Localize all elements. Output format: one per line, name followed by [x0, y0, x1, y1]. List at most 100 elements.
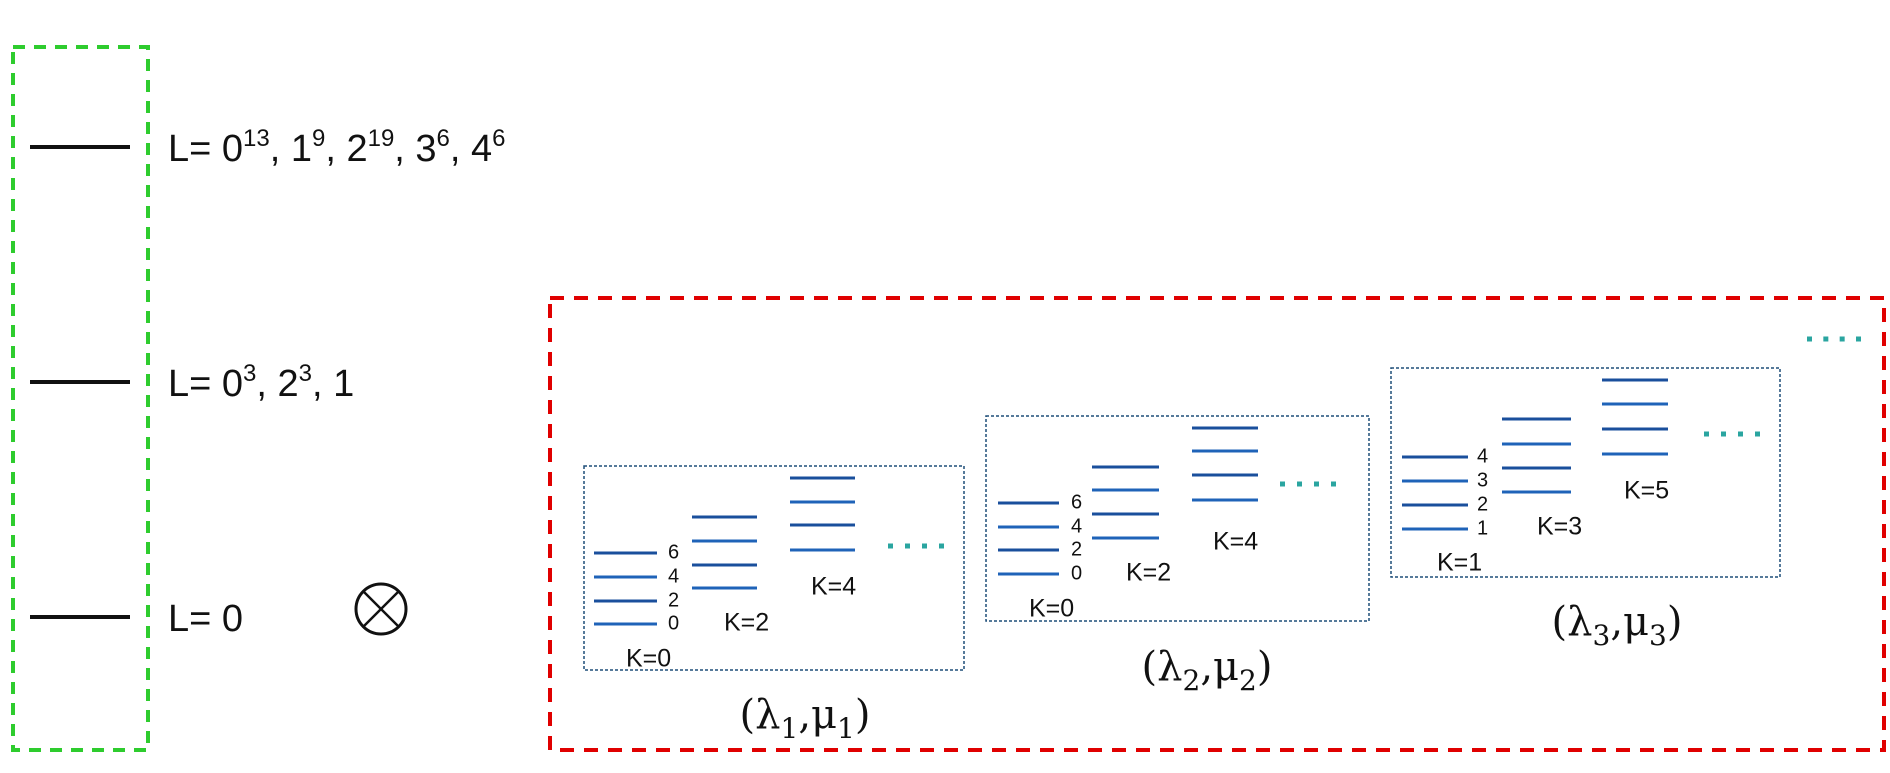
level-multiplicity: 9: [312, 125, 325, 152]
irreps: 0246K=0K=2K=4(λ1,μ1)0246K=0K=2K=4(λ2,μ2)…: [583, 367, 1781, 745]
level-label: 6: [1071, 491, 1082, 513]
level-text: , 3: [394, 128, 436, 170]
level-multiplicity: 3: [299, 360, 312, 387]
more-irreps-dots: [1807, 336, 1861, 342]
irreps-box: [548, 296, 1886, 752]
irrep-label-comma: ,: [1200, 644, 1213, 690]
k-band: K=2: [692, 515, 769, 637]
level-multiplicity: 6: [437, 125, 450, 152]
irrep-box: [1390, 367, 1781, 578]
level-label: 2: [1071, 538, 1082, 560]
irrep-label-open: (: [1142, 644, 1158, 690]
dot: [1704, 431, 1709, 437]
irrep-label-close: ): [1257, 644, 1273, 690]
level-text: L= 0: [168, 363, 243, 405]
k-band-label: K=4: [811, 573, 856, 601]
dot: [888, 543, 893, 549]
level-multiplicity: 19: [368, 125, 395, 152]
level-label: 4: [1071, 515, 1082, 537]
irrep-label-mu: μ: [1623, 599, 1649, 645]
irrep-label-lambda-sub: 1: [780, 712, 798, 745]
dot: [905, 543, 910, 549]
k-band: K=5: [1602, 378, 1669, 505]
irrep-label-comma: ,: [1610, 599, 1623, 645]
dot: [939, 543, 944, 549]
orbital-levels: L= 013​, 19​, 219​, 36​, 46​L= 03​, 23​,…: [30, 125, 506, 640]
irrep-label-mu-sub: 2: [1239, 664, 1257, 697]
irrep-label-lambda-sub: 3: [1592, 619, 1610, 652]
dot: [922, 543, 927, 549]
dot: [1856, 336, 1861, 342]
irrep-label-mu-sub: 3: [1649, 619, 1667, 652]
irrep-box: [583, 465, 965, 671]
level-text: L= 0: [168, 128, 243, 170]
k-band-label: K=4: [1213, 528, 1258, 556]
k-band-label: K=2: [724, 609, 769, 637]
k-band: K=4: [790, 476, 856, 601]
level-text: , 2: [256, 363, 298, 405]
level-label: 4: [1477, 445, 1488, 467]
irrep-label-mu: μ: [811, 692, 837, 738]
k-band-label: K=0: [1029, 595, 1074, 623]
more-bands-ellipsis: [1704, 431, 1760, 437]
dot: [1280, 481, 1285, 487]
level-text: , 1: [270, 128, 312, 170]
irrep-label-open: (: [740, 692, 756, 738]
dot: [1839, 336, 1845, 342]
level-multiplicity: 3: [243, 360, 256, 387]
level-label: 6: [668, 541, 679, 563]
k-band-label: K=0: [626, 645, 671, 673]
level-label: 2: [668, 589, 679, 611]
level-label: 3: [1477, 469, 1488, 491]
level-label: 0: [1071, 562, 1082, 584]
level-label: 2: [1477, 493, 1488, 515]
orbital-levels-box: [11, 45, 150, 752]
level-multiplicity: 6: [492, 125, 505, 152]
irrep-label: (λ1,μ1): [740, 692, 871, 745]
tensor-product-icon: [354, 582, 408, 636]
k-band-label: K=1: [1437, 549, 1482, 577]
k-band: K=2: [1092, 465, 1171, 587]
irrep-box: [985, 415, 1370, 622]
dot: [1807, 336, 1812, 342]
level-label: 0: [668, 612, 679, 634]
irrep-label: (λ3,μ3): [1552, 599, 1683, 652]
dot: [1297, 481, 1302, 487]
irrep-label-comma: ,: [798, 692, 811, 738]
irrep-label-close: ): [1667, 599, 1683, 645]
irrep-label-lambda: λ: [1567, 599, 1592, 645]
k-band-label: K=2: [1126, 559, 1171, 587]
irrep-label-mu: μ: [1213, 644, 1239, 690]
level-text: , 2: [325, 128, 367, 170]
more-irreps-ellipsis: [1807, 336, 1861, 342]
level-text: , 4: [450, 128, 492, 170]
level-angular-momenta: L= 03​, 23​, 1: [168, 360, 354, 405]
dot: [1738, 431, 1743, 437]
irrep-label-close: ): [855, 692, 871, 738]
irrep-label-lambda: λ: [1157, 644, 1182, 690]
level-multiplicity: 13: [243, 125, 270, 152]
k-band: K=4: [1192, 426, 1258, 556]
level-angular-momenta: L= 0: [168, 598, 243, 640]
more-bands-ellipsis: [888, 543, 944, 549]
level-text: , 1: [312, 363, 354, 405]
level-text: L= 0: [168, 598, 243, 640]
irrep-label-lambda: λ: [755, 692, 780, 738]
level-label: 1: [1477, 517, 1488, 539]
irrep-label-lambda-sub: 2: [1182, 664, 1200, 697]
dot: [1755, 431, 1760, 437]
irrep-label-mu-sub: 1: [837, 712, 855, 745]
dot: [1823, 336, 1829, 342]
level-label: 4: [668, 565, 679, 587]
irrep-label-open: (: [1552, 599, 1568, 645]
k-band: K=3: [1502, 417, 1582, 541]
irrep-label: (λ2,μ2): [1142, 644, 1273, 697]
k-band-label: K=3: [1537, 513, 1582, 541]
